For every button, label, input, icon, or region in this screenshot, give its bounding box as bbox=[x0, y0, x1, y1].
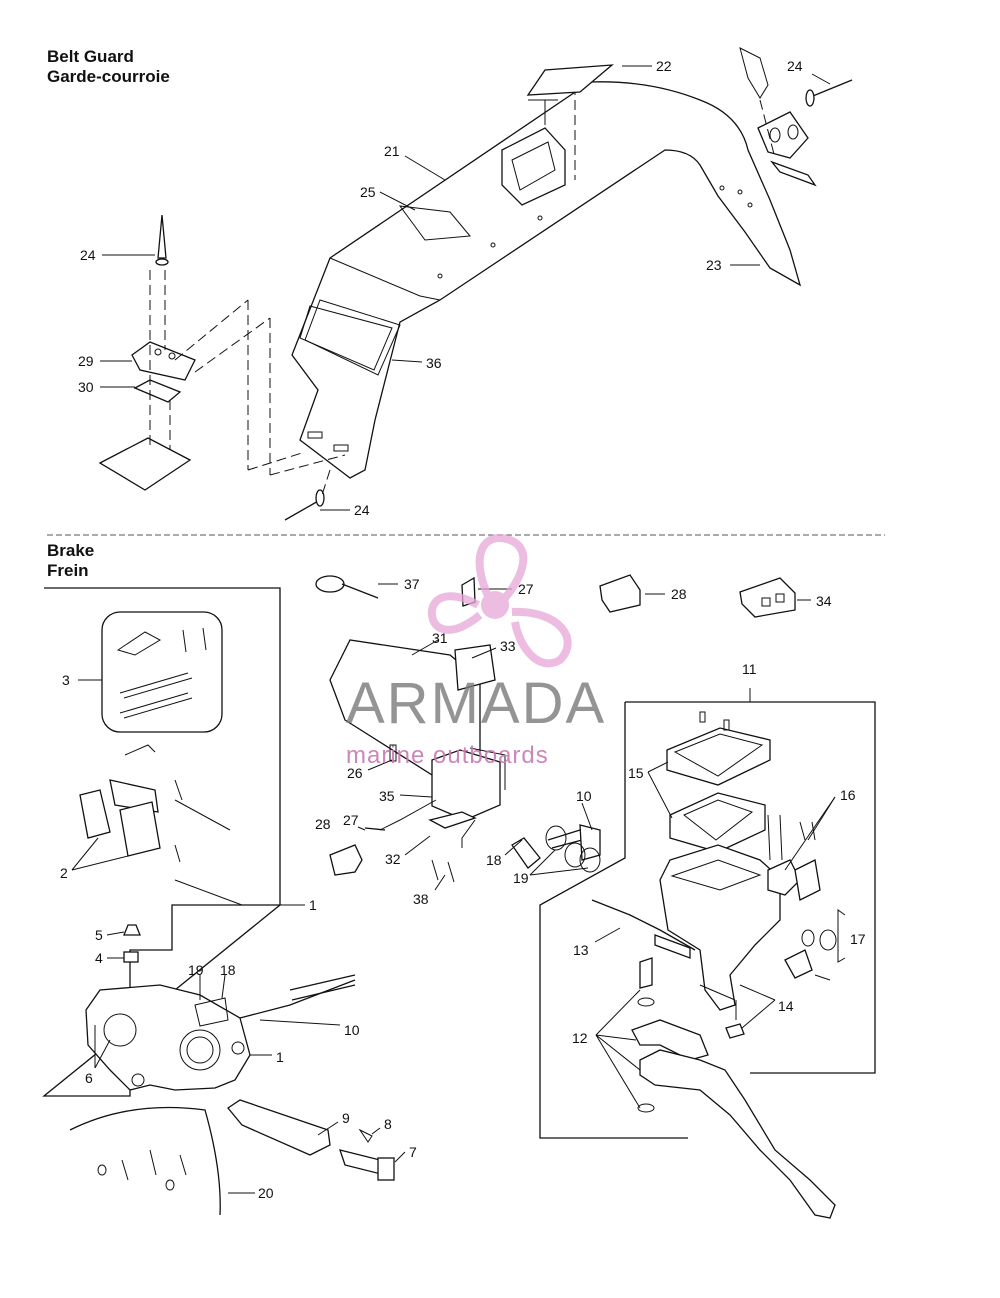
callout-5: 5 bbox=[95, 927, 103, 943]
armada-watermark: ARMADA marine outboards bbox=[346, 534, 606, 769]
belt-guard-title-en: Belt Guard bbox=[47, 47, 134, 66]
brake-title-fr: Frein bbox=[47, 561, 89, 580]
callout-32: 32 bbox=[385, 851, 401, 867]
brake-title-en: Brake bbox=[47, 541, 95, 560]
callout-2: 2 bbox=[60, 865, 68, 881]
callout-6: 6 bbox=[85, 1070, 93, 1086]
brake-callouts: 37 27 28 34 31 33 3 11 26 15 35 10 16 28… bbox=[60, 576, 866, 1201]
brake-drawing bbox=[42, 574, 876, 1219]
watermark-brand: ARMADA bbox=[346, 671, 606, 736]
belt-guard-title-fr: Garde-courroie bbox=[47, 67, 170, 86]
callout-4: 4 bbox=[95, 950, 103, 966]
callout-27-top: 27 bbox=[518, 581, 534, 597]
callout-36: 36 bbox=[426, 355, 442, 371]
callout-12: 12 bbox=[572, 1030, 588, 1046]
callout-18-top: 18 bbox=[486, 852, 502, 868]
callout-22: 22 bbox=[656, 58, 672, 74]
belt-guard-title: Belt Guard Garde-courroie bbox=[47, 47, 170, 87]
callout-14: 14 bbox=[778, 998, 794, 1014]
callout-23: 23 bbox=[706, 257, 722, 273]
callout-37: 37 bbox=[404, 576, 420, 592]
callout-28-bottom: 28 bbox=[315, 816, 331, 832]
callout-19-top: 19 bbox=[513, 870, 529, 886]
callout-18-bottom: 18 bbox=[220, 962, 236, 978]
callout-26: 26 bbox=[347, 765, 363, 781]
callout-31: 31 bbox=[432, 630, 448, 646]
callout-3: 3 bbox=[62, 672, 70, 688]
callout-16: 16 bbox=[840, 787, 856, 803]
callout-10-top: 10 bbox=[576, 788, 592, 804]
callout-1-caliper: 1 bbox=[276, 1049, 284, 1065]
watermark-tagline: marine outboards bbox=[346, 742, 549, 769]
propeller-logo-icon bbox=[427, 534, 572, 668]
callout-35: 35 bbox=[379, 788, 395, 804]
belt-guard-callouts: 22 24 21 25 24 23 29 36 30 24 bbox=[78, 58, 831, 518]
callout-17: 17 bbox=[850, 931, 866, 947]
callout-33: 33 bbox=[500, 638, 516, 654]
callout-11: 11 bbox=[742, 661, 757, 677]
callout-15: 15 bbox=[628, 765, 644, 781]
callout-20: 20 bbox=[258, 1185, 274, 1201]
belt-guard-drawing bbox=[98, 47, 853, 521]
callout-9: 9 bbox=[342, 1110, 350, 1126]
callout-38: 38 bbox=[413, 891, 429, 907]
callout-24-bottom: 24 bbox=[354, 502, 370, 518]
callout-30: 30 bbox=[78, 379, 94, 395]
callout-21: 21 bbox=[384, 143, 400, 159]
callout-28-top: 28 bbox=[671, 586, 687, 602]
callout-13: 13 bbox=[573, 942, 589, 958]
callout-7: 7 bbox=[409, 1144, 417, 1160]
callout-1-kit: 1 bbox=[309, 897, 317, 913]
callout-25: 25 bbox=[360, 184, 376, 200]
callout-29: 29 bbox=[78, 353, 94, 369]
callout-24-left: 24 bbox=[80, 247, 96, 263]
callout-34: 34 bbox=[816, 593, 832, 609]
callout-19-bottom: 19 bbox=[188, 962, 204, 978]
callout-8: 8 bbox=[384, 1116, 392, 1132]
callout-27-bottom: 27 bbox=[343, 812, 359, 828]
brake-title: Brake Frein bbox=[47, 541, 94, 581]
callout-10-bottom: 10 bbox=[344, 1022, 360, 1038]
callout-24-top: 24 bbox=[787, 58, 803, 74]
